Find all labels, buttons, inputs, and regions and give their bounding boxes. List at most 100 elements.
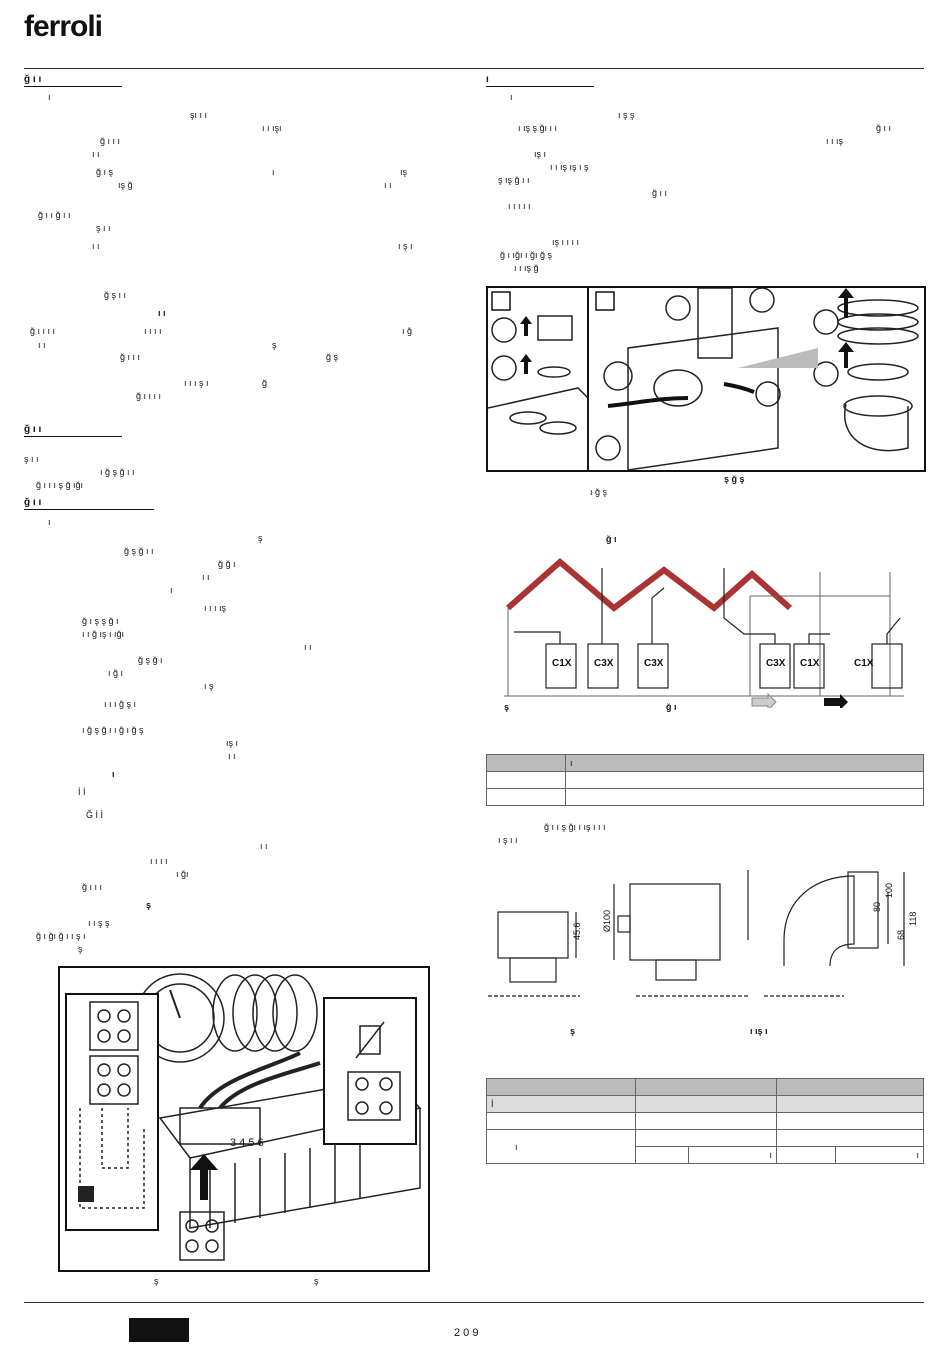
text-fragment: ğ ı ı ı bbox=[120, 352, 141, 362]
text-fragment: ı ı bbox=[202, 572, 210, 582]
text-fragment: ğ ı ığı ı ğı ğ ş bbox=[500, 250, 553, 260]
text-fragment: ı ı ış bbox=[826, 136, 844, 146]
text-fragment: ı ş ı ı bbox=[498, 835, 518, 845]
flue-adapter-illustration bbox=[488, 288, 919, 470]
figure-caption: ş bbox=[314, 1276, 319, 1286]
text-fragment: ğ ş ğ ı ı bbox=[124, 546, 154, 556]
figure-caption: ı ğ ş bbox=[590, 487, 608, 497]
text-fragment: ğ ş ı ı bbox=[104, 290, 127, 300]
brand-logo: ferroli bbox=[24, 10, 103, 43]
text-fragment: ış ı bbox=[534, 149, 547, 159]
table-cell: İ bbox=[486, 1095, 636, 1113]
text-fragment: ı ı ı ş ı bbox=[184, 378, 209, 388]
table-row: ı ı bbox=[487, 1146, 924, 1164]
section-heading: ğ ı ı bbox=[24, 74, 122, 87]
text-fragment: ı ı ış ış ı ş bbox=[550, 162, 589, 172]
text-fragment: şı ı ı bbox=[190, 110, 208, 120]
text-fragment: ı ı ı ı bbox=[144, 326, 162, 336]
figure-caption: ı ış ı bbox=[750, 1026, 768, 1036]
table-cell bbox=[776, 1129, 924, 1147]
text-fragment: ğ bbox=[262, 378, 268, 388]
header-divider bbox=[24, 68, 924, 69]
figure-title: ğ ı bbox=[606, 534, 617, 544]
installation-examples-illustration: C1X C3X C3X C3X C1X C1X bbox=[504, 558, 904, 712]
boiler-label: C1X bbox=[552, 658, 572, 669]
boiler-label: C1X bbox=[854, 658, 874, 669]
dimension-drawings-illustration: 45.6 Ø100 118 100 68 80 bbox=[488, 870, 918, 997]
text-fragment: ş ış ğ ı ı bbox=[498, 175, 530, 185]
figure-caption: ş bbox=[570, 1026, 576, 1036]
text-fragment: ğ ı ı ı ı bbox=[30, 326, 56, 336]
table-cell: ı bbox=[486, 1129, 636, 1164]
text-fragment: ğ ı ı ı bbox=[100, 136, 121, 146]
arrow-up-icon bbox=[520, 316, 532, 336]
text-fragment: ı ı bbox=[92, 241, 100, 251]
table-cell bbox=[776, 1078, 924, 1096]
wiring-figure: 3 4 5 6 bbox=[58, 966, 430, 1272]
text-fragment: ı ı bbox=[158, 308, 166, 318]
table-cell bbox=[635, 1078, 777, 1096]
figure-caption: ğ ı bbox=[666, 702, 677, 712]
boiler-label: C3X bbox=[644, 658, 664, 669]
text-fragment: ğ ı ş bbox=[96, 167, 114, 177]
arrow-up-icon bbox=[190, 1154, 218, 1200]
text-fragment: ş bbox=[146, 900, 152, 910]
table-cell bbox=[565, 788, 924, 806]
table-row bbox=[486, 1078, 924, 1096]
table-cell bbox=[565, 771, 924, 789]
boiler-unit bbox=[587, 643, 619, 689]
table-row bbox=[486, 771, 924, 789]
text-fragment: ı bbox=[48, 517, 51, 527]
curved-arrow-icon bbox=[607, 396, 689, 408]
thermostat-icon bbox=[78, 1186, 94, 1202]
text-fragment: ı ı bbox=[92, 149, 100, 159]
text-fragment: ğ ı ı bbox=[876, 123, 892, 133]
installation-examples-figure: C1X C3X C3X C3X C1X C1X bbox=[484, 548, 924, 712]
text-fragment: ı ı bbox=[260, 841, 268, 851]
text-fragment: ğ ş bbox=[326, 352, 339, 362]
boiler-label: C3X bbox=[594, 658, 614, 669]
text-fragment: ı ş ı bbox=[398, 241, 413, 251]
table-cell bbox=[486, 754, 566, 772]
text-fragment: ğ ı ı ı ı bbox=[136, 391, 162, 401]
figure-caption: ş bbox=[504, 702, 510, 712]
text-fragment: ş bbox=[258, 533, 263, 543]
text-fragment: ğ ı ş ş ğ ı bbox=[82, 616, 119, 626]
text-fragment: ş ı ı bbox=[24, 454, 39, 464]
text-fragment: ış ı bbox=[226, 738, 239, 748]
figure-label-box bbox=[595, 291, 615, 311]
table-row: İ bbox=[486, 1095, 924, 1113]
dimension-label: 118 bbox=[908, 912, 918, 926]
section-heading: ğ ı ı bbox=[24, 497, 154, 510]
dimension-label: 100 bbox=[884, 883, 894, 898]
table-cell bbox=[486, 771, 566, 789]
table-row bbox=[486, 788, 924, 806]
boiler-unit bbox=[871, 643, 903, 689]
table-cell bbox=[776, 1112, 924, 1130]
figure-caption: ş ğ ş bbox=[724, 474, 745, 484]
text-fragment: ğ ı ı ı ş ğ ığı bbox=[36, 480, 84, 490]
footer-language-tab bbox=[129, 1318, 189, 1342]
table-row: ı bbox=[486, 754, 924, 772]
text-fragment: ğ ı ı ş ğı ı ış ı ı ı bbox=[544, 822, 606, 832]
text-fragment: ı bbox=[48, 92, 51, 102]
text-fragment: ğ ğ ı bbox=[218, 559, 236, 569]
table-cell bbox=[635, 1095, 777, 1113]
text-fragment: ı ı ı ı bbox=[150, 856, 168, 866]
table-cell bbox=[635, 1129, 777, 1147]
text-fragment: ı ı ş ş bbox=[88, 918, 110, 928]
dimension-drawings-figure: 45.6 Ø100 118 100 68 80 bbox=[484, 860, 924, 1010]
dimension-label: Ø100 bbox=[602, 910, 612, 932]
boiler-unit bbox=[545, 643, 577, 689]
dimension-label: 80 bbox=[872, 902, 882, 912]
table-row bbox=[486, 1112, 924, 1130]
table-cell bbox=[776, 1095, 924, 1113]
dimension-label: 68 bbox=[896, 930, 906, 940]
arrow-up-icon bbox=[838, 342, 854, 368]
footer-divider bbox=[24, 1302, 924, 1303]
figure-caption: ş bbox=[154, 1276, 159, 1286]
dimension-label: 45.6 bbox=[572, 922, 582, 940]
table-cell bbox=[635, 1112, 777, 1130]
text-fragment: ış ı ı ı ı bbox=[552, 237, 580, 247]
text-fragment: ı bbox=[272, 167, 275, 177]
